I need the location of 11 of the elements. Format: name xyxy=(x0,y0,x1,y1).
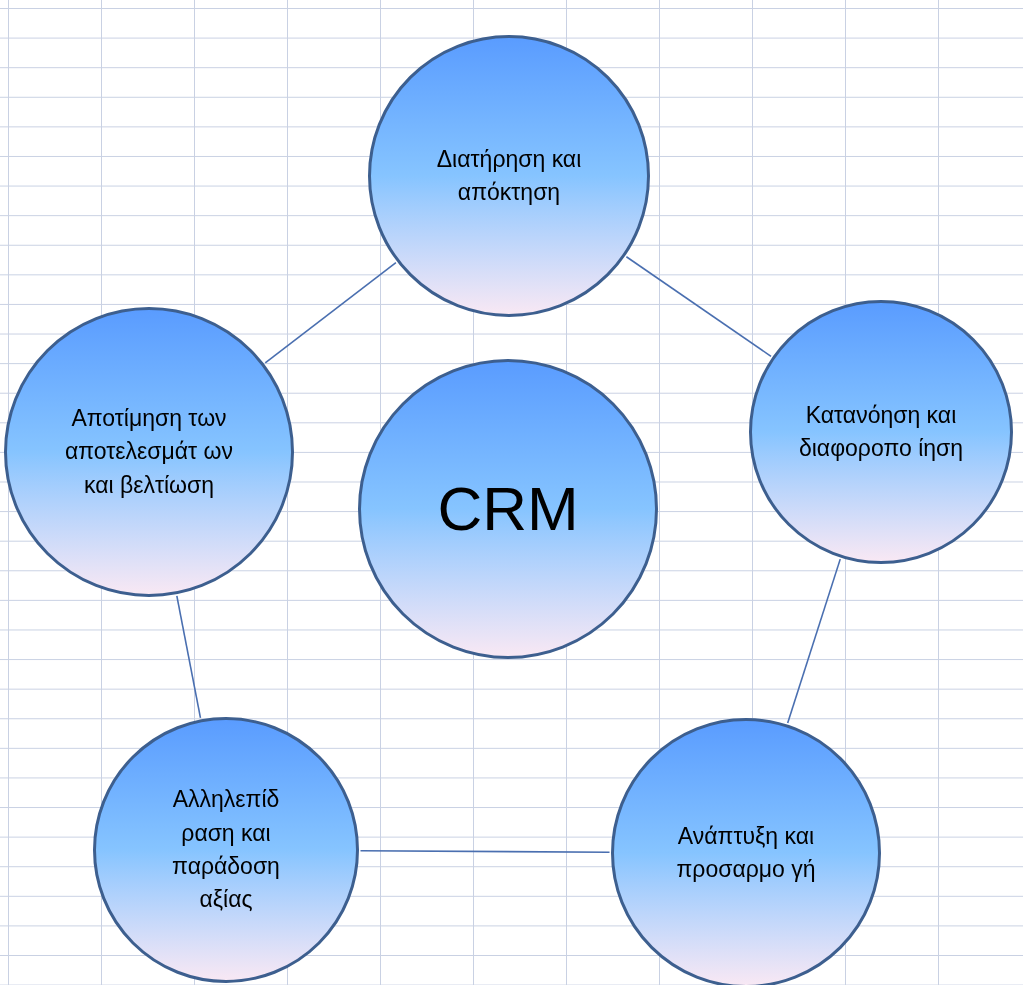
circle-label: Διατήρηση και απόκτηση xyxy=(435,144,583,207)
circle-label: Κατανόηση και διαφοροπο ίηση xyxy=(797,400,965,463)
circle-label: Ανάπτυξη και προσαρμο γή xyxy=(675,821,817,884)
connector-line xyxy=(264,261,397,364)
connector-line xyxy=(786,558,842,724)
connector-line xyxy=(176,595,202,719)
circle-label: CRM xyxy=(436,473,580,546)
connector-line xyxy=(625,255,772,358)
circle-label: Αλληλεπίδ ραση και παράδοση αξίας xyxy=(171,785,281,915)
connector-line xyxy=(359,850,611,853)
circle-label: Αποτίμηση των αποτελεσμάτ ων και βελτίωση xyxy=(63,404,235,500)
